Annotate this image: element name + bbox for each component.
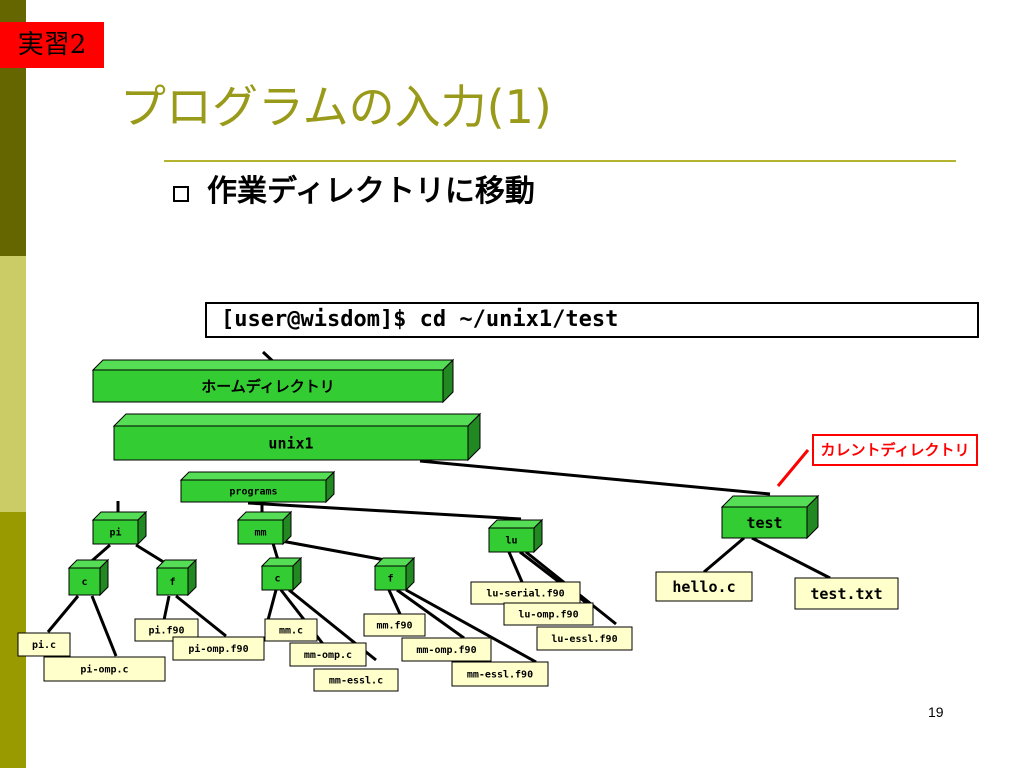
file-mm-f90: mm.f90 xyxy=(363,613,426,637)
dir-label: unix1 xyxy=(268,434,313,452)
file-mm-essl-f90: mm-essl.f90 xyxy=(451,661,549,687)
dir-label: c xyxy=(274,574,280,585)
file-label: pi-omp.c xyxy=(80,664,128,676)
file-label: hello.c xyxy=(672,578,735,596)
dir-label: f xyxy=(387,574,393,585)
dir-label: mm xyxy=(254,528,266,539)
command-line: [user@wisdom]$ cd ~/unix1/test xyxy=(205,302,979,338)
dir-pi-c: c xyxy=(67,558,110,597)
exercise-badge: 実習2 xyxy=(0,22,104,68)
dir-pi-f: f xyxy=(155,558,198,597)
file-label: mm-essl.f90 xyxy=(467,670,533,681)
file-label: mm.c xyxy=(279,626,303,637)
file-pi-omp-c: pi-omp.c xyxy=(43,656,166,682)
file-mm-omp-f90: mm-omp.f90 xyxy=(401,637,492,662)
title-divider xyxy=(164,160,956,162)
dir-pi: pi xyxy=(91,510,148,546)
file-pi-omp-f90: pi-omp.f90 xyxy=(172,636,265,661)
current-dir-label: カレントディレクトリ xyxy=(812,434,978,466)
file-hello-c: hello.c xyxy=(655,571,753,602)
sidebar-middle xyxy=(0,256,26,512)
file-lu-essl-f90: lu-essl.f90 xyxy=(536,626,633,651)
file-label: pi.f90 xyxy=(148,625,184,637)
dir-lu: lu xyxy=(487,518,544,554)
dir-programs: programs xyxy=(179,470,336,504)
dir-label: lu xyxy=(505,536,517,547)
page-number: 19 xyxy=(928,704,944,720)
file-mm-essl-c: mm-essl.c xyxy=(313,668,399,692)
dir-unix1: unix1 xyxy=(112,412,482,462)
dir-label: ホームディレクトリ xyxy=(201,377,335,395)
file-label: mm-omp.c xyxy=(304,650,352,661)
dir-mm-c: c xyxy=(260,556,303,592)
file-label: lu-omp.f90 xyxy=(518,610,578,621)
file-mm-omp-c: mm-omp.c xyxy=(289,642,367,667)
dir-mm-f: f xyxy=(373,556,416,592)
bullet-text: 作業ディレクトリに移動 xyxy=(207,174,535,209)
dir-label: c xyxy=(81,577,87,588)
file-label: mm.f90 xyxy=(376,621,412,632)
bullet-icon xyxy=(173,186,189,202)
file-mm-c: mm.c xyxy=(264,618,318,642)
dir-label: test xyxy=(746,514,782,532)
dir-mm: mm xyxy=(236,510,293,546)
dir-test: test xyxy=(720,494,820,540)
file-lu-serial-f90: lu-serial.f90 xyxy=(470,581,581,605)
dir-label: f xyxy=(169,577,175,588)
file-pi-f90: pi.f90 xyxy=(134,618,199,642)
file-label: mm-omp.f90 xyxy=(416,645,476,656)
dir-home: ホームディレクトリ xyxy=(91,358,455,404)
file-label: pi.c xyxy=(32,639,56,651)
file-test-txt: test.txt xyxy=(794,577,899,610)
annotation-arrow xyxy=(776,449,810,487)
dir-label: pi xyxy=(109,527,121,539)
file-label: lu-essl.f90 xyxy=(551,634,617,645)
file-label: test.txt xyxy=(810,585,882,603)
file-pi-c: pi.c xyxy=(17,632,71,657)
file-label: mm-essl.c xyxy=(329,676,383,687)
file-lu-omp-f90: lu-omp.f90 xyxy=(503,602,594,626)
file-label: lu-serial.f90 xyxy=(486,588,564,600)
slide-title: プログラムの入力(1) xyxy=(120,80,552,134)
dir-label: programs xyxy=(229,487,277,498)
file-label: pi-omp.f90 xyxy=(188,643,248,655)
